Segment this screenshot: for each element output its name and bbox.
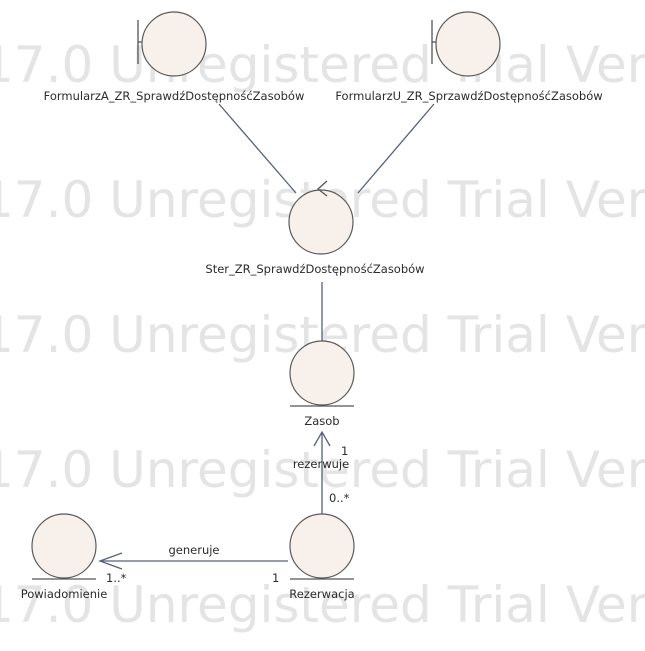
connectors [98, 103, 435, 570]
boundary-a[interactable]: FormularzA_ZR_SprawdźDostępnośćZasobów [44, 11, 305, 103]
powiadomienie-circle [31, 513, 97, 579]
watermark-row-1: 17.0 Unregistered Trial Version [0, 36, 645, 94]
arrow-head-rezerwuje [313, 430, 331, 447]
boundary-u-label: FormularzU_ZR_SprzawdźDostępnośćZasobów [335, 89, 602, 103]
entity-rezerwacja[interactable]: Rezerwacja [289, 513, 355, 601]
zasob-label: Zasob [304, 414, 339, 428]
entity-powiadomienie[interactable]: Powiadomienie [21, 513, 108, 601]
control-arrow-icon [316, 180, 328, 197]
arrow-head-generuje [98, 552, 123, 570]
link-boundary-a-control[interactable] [218, 103, 297, 194]
rezerwacja-label: Rezerwacja [289, 587, 354, 601]
control[interactable]: Ster_ZR_SprawdźDostępnośćZasobów [205, 180, 425, 276]
generuje-source-multiplicity: 1 [272, 571, 279, 585]
boundary-a-label: FormularzA_ZR_SprawdźDostępnośćZasobów [44, 89, 305, 103]
control-circle [288, 189, 354, 255]
boundary-u[interactable]: FormularzU_ZR_SprzawdźDostępnośćZasobów [335, 11, 603, 103]
control-label: Ster_ZR_SprawdźDostępnośćZasobów [205, 262, 424, 276]
link-boundary-u-control[interactable] [357, 103, 435, 194]
powiadomienie-label: Powiadomienie [21, 587, 108, 601]
generuje-label: generuje [168, 543, 219, 557]
boundary-a-circle [141, 11, 207, 77]
watermark-row-5: 17.0 Unregistered Trial Version [0, 576, 645, 634]
generuje-target-multiplicity: 1..* [106, 571, 127, 585]
rezerwuje-label: rezerwuje [293, 457, 349, 471]
rezerwuje-target-multiplicity: 1 [341, 444, 348, 458]
zasob-circle [289, 340, 355, 406]
relation-labels: rezerwuje 1 0..* generuje 1..* 1 [106, 444, 350, 585]
entity-zasob[interactable]: Zasob [289, 340, 355, 428]
rezerwacja-circle [289, 513, 355, 579]
rezerwuje-source-multiplicity: 0..* [329, 491, 350, 505]
boundary-u-circle [435, 11, 501, 77]
